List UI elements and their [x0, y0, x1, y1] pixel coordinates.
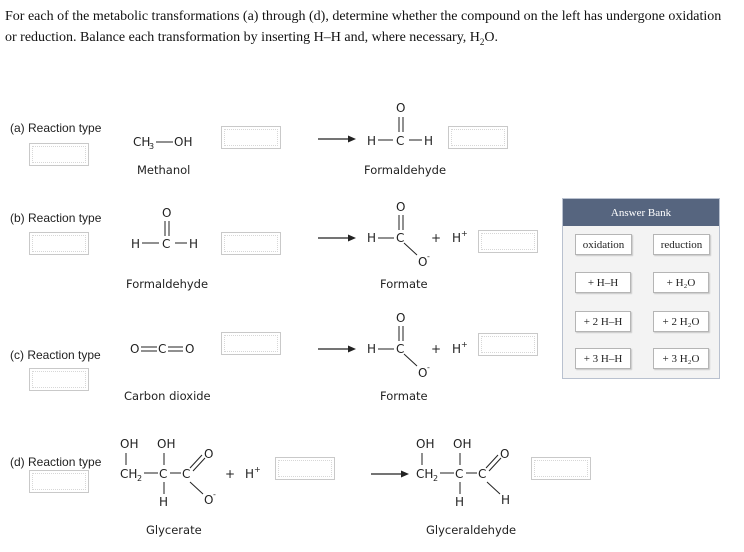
h2-tile[interactable]: + H–H: [575, 272, 631, 293]
svg-text:O: O: [130, 342, 139, 356]
svg-text:O: O: [418, 255, 427, 269]
svg-text:2: 2: [433, 474, 438, 483]
reactant-addend-drop-c[interactable]: [221, 332, 281, 355]
svg-text:-: -: [427, 363, 430, 372]
h2o-2-tile[interactable]: + 2 H₂O: [653, 311, 709, 332]
svg-text:C: C: [455, 467, 463, 481]
svg-text:O: O: [162, 206, 171, 220]
h2-2-tile[interactable]: + 2 H–H: [575, 311, 631, 332]
reactant-addend-drop-b[interactable]: [221, 232, 281, 255]
svg-text:H: H: [367, 231, 376, 245]
product-name-a: Formaldehyde: [364, 163, 446, 177]
svg-text:H: H: [367, 134, 376, 148]
svg-text:CH: CH: [133, 135, 150, 149]
svg-text:O: O: [396, 101, 405, 115]
h2o-3-tile[interactable]: + 3 H₂O: [653, 348, 709, 369]
svg-text:H: H: [189, 237, 198, 251]
reduction-tile[interactable]: reduction: [653, 234, 710, 255]
svg-text:OH: OH: [120, 437, 138, 451]
reactant-name-a: Methanol: [137, 163, 190, 177]
svg-text:O: O: [204, 493, 213, 507]
svg-text:H: H: [455, 495, 464, 509]
svg-text:C: C: [396, 134, 404, 148]
svg-text:+: +: [461, 340, 468, 349]
svg-text:CH: CH: [120, 467, 137, 481]
svg-text:+: +: [431, 342, 441, 356]
svg-text:OH: OH: [416, 437, 434, 451]
reactant-name-b: Formaldehyde: [126, 277, 208, 291]
reactant-addend-drop-d[interactable]: [275, 457, 335, 480]
product-addend-drop-b[interactable]: [478, 230, 538, 253]
h2-3-tile[interactable]: + 3 H–H: [575, 348, 631, 369]
h2o-tile[interactable]: + H₂O: [653, 272, 709, 293]
instructions-line-2: or reduction. Balance each transformatio…: [5, 30, 499, 47]
svg-text:H: H: [367, 342, 376, 356]
reaction-type-label-b: (b) Reaction type: [10, 211, 102, 225]
formate-structure-b: O H C O- + H+: [367, 200, 468, 269]
reaction-type-label-a: (a) Reaction type: [10, 121, 102, 135]
svg-text:OH: OH: [453, 437, 471, 451]
svg-text:C: C: [162, 237, 170, 251]
svg-text:CH: CH: [416, 467, 433, 481]
svg-text:O: O: [500, 447, 509, 461]
svg-text:H: H: [159, 495, 168, 509]
reaction-type-drop-b[interactable]: [29, 232, 89, 255]
instructions-line-1: For each of the metabolic transformation…: [5, 9, 722, 24]
product-addend-drop-d[interactable]: [531, 457, 591, 480]
svg-text:C: C: [396, 342, 404, 356]
product-addend-drop-c[interactable]: [478, 333, 538, 356]
answer-bank-title: Answer Bank: [563, 199, 719, 226]
svg-text:O: O: [185, 342, 194, 356]
svg-text:C: C: [159, 467, 167, 481]
svg-text:-: -: [427, 252, 430, 261]
svg-text:C: C: [158, 342, 166, 356]
reaction-type-drop-a[interactable]: [29, 143, 89, 166]
svg-text:H: H: [131, 237, 140, 251]
reaction-type-label-d: (d) Reaction type: [10, 455, 102, 469]
svg-text:O: O: [396, 311, 405, 325]
svg-text:O: O: [204, 447, 213, 461]
svg-text:C: C: [478, 467, 486, 481]
oxidation-tile[interactable]: oxidation: [575, 234, 632, 255]
svg-text:OH: OH: [174, 135, 192, 149]
reaction-type-label-c: (c) Reaction type: [10, 348, 101, 362]
product-name-c: Formate: [380, 389, 428, 403]
carbon-dioxide-structure: O C O: [130, 342, 194, 356]
answer-bank: Answer Bank oxidation reduction + H–H + …: [562, 198, 720, 379]
svg-text:H: H: [501, 493, 510, 507]
svg-text:H: H: [245, 467, 254, 481]
svg-text:OH: OH: [157, 437, 175, 451]
reactant-name-c: Carbon dioxide: [124, 389, 211, 403]
reactant-addend-drop-a[interactable]: [221, 126, 281, 149]
formate-structure-c: O H C O- + H+: [367, 311, 468, 380]
instructions: For each of the metabolic transformation…: [5, 6, 740, 53]
product-name-d: Glyceraldehyde: [426, 523, 516, 537]
svg-text:H: H: [452, 342, 461, 356]
product-addend-drop-a[interactable]: [448, 126, 508, 149]
svg-text:2: 2: [137, 474, 142, 483]
svg-text:+: +: [431, 231, 441, 245]
svg-text:C: C: [182, 467, 190, 481]
svg-text:+: +: [225, 467, 235, 481]
product-name-b: Formate: [380, 277, 428, 291]
reactant-name-d: Glycerate: [146, 523, 202, 537]
reaction-type-drop-c[interactable]: [29, 368, 89, 391]
svg-text:H: H: [424, 134, 433, 148]
svg-text:H: H: [452, 231, 461, 245]
svg-text:-: -: [213, 490, 216, 499]
methanol-structure: CH3 OH: [133, 135, 192, 151]
reaction-type-drop-d[interactable]: [29, 470, 89, 493]
svg-text:+: +: [254, 465, 261, 474]
formaldehyde-structure-a: O H C H: [367, 101, 433, 148]
svg-text:+: +: [461, 229, 468, 238]
svg-text:3: 3: [149, 142, 154, 151]
svg-text:O: O: [418, 366, 427, 380]
svg-text:C: C: [396, 231, 404, 245]
formaldehyde-structure-b: O H C H: [131, 206, 198, 251]
svg-text:O: O: [396, 200, 405, 214]
